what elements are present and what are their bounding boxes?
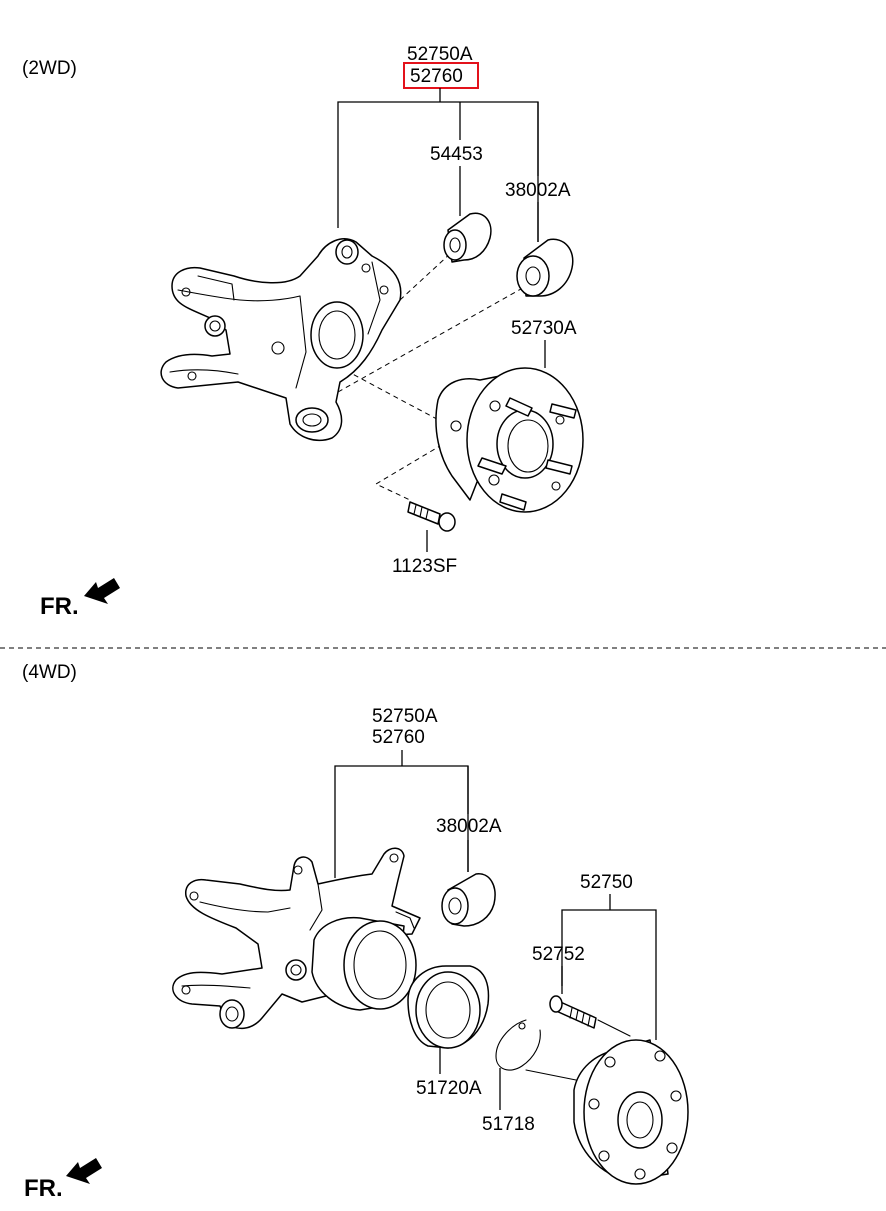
arrow-icon-top [84,578,120,604]
bearing-51720a [407,965,490,1049]
front-label-bottom: FR. [24,1175,63,1202]
variant-label-2wd: (2WD) [22,58,77,79]
variant-label-4wd: (4WD) [22,662,77,683]
knuckle-4wd [172,847,421,1030]
part-number-38002a-bottom[interactable]: 38002A [436,816,502,837]
part-number-52760-top[interactable]: 52760 [410,66,463,87]
leader-lines-bottom [334,750,657,1110]
section-2wd: (2WD) 52750A 52760 54453 38002A 52730A 1… [22,44,584,620]
part-number-51718[interactable]: 51718 [482,1114,535,1135]
bushing-38002a-bottom [441,873,496,927]
bushing-54453 [443,212,492,263]
front-arrow-bottom: FR. [24,1158,102,1202]
hub-52750 [573,1039,689,1185]
part-number-52760-bottom[interactable]: 52760 [372,727,425,748]
part-number-54453[interactable]: 54453 [430,144,483,165]
front-label-top: FR. [40,593,79,620]
section-4wd: (4WD) 52750A 52760 38002A 52750 52752 51… [22,662,689,1202]
arrow-icon-bottom [66,1158,102,1184]
snap-ring-51718 [495,1019,541,1071]
part-number-51720a[interactable]: 51720A [416,1078,482,1099]
highlight-box [403,62,479,89]
part-number-52750a-top[interactable]: 52750A [407,44,473,65]
bolt-1123sf [407,501,456,532]
part-number-1123sf[interactable]: 1123SF [392,556,457,577]
front-arrow-top: FR. [40,578,120,620]
part-number-52730a[interactable]: 52730A [511,318,577,339]
part-number-52752[interactable]: 52752 [532,944,585,965]
part-number-52750a-bottom[interactable]: 52750A [372,706,438,727]
knuckle-2wd [160,238,402,442]
hub-52730a [435,367,584,513]
hub-bolt-52752 [549,995,597,1029]
part-number-52750[interactable]: 52750 [580,872,633,893]
bushing-38002a-top [516,238,574,297]
